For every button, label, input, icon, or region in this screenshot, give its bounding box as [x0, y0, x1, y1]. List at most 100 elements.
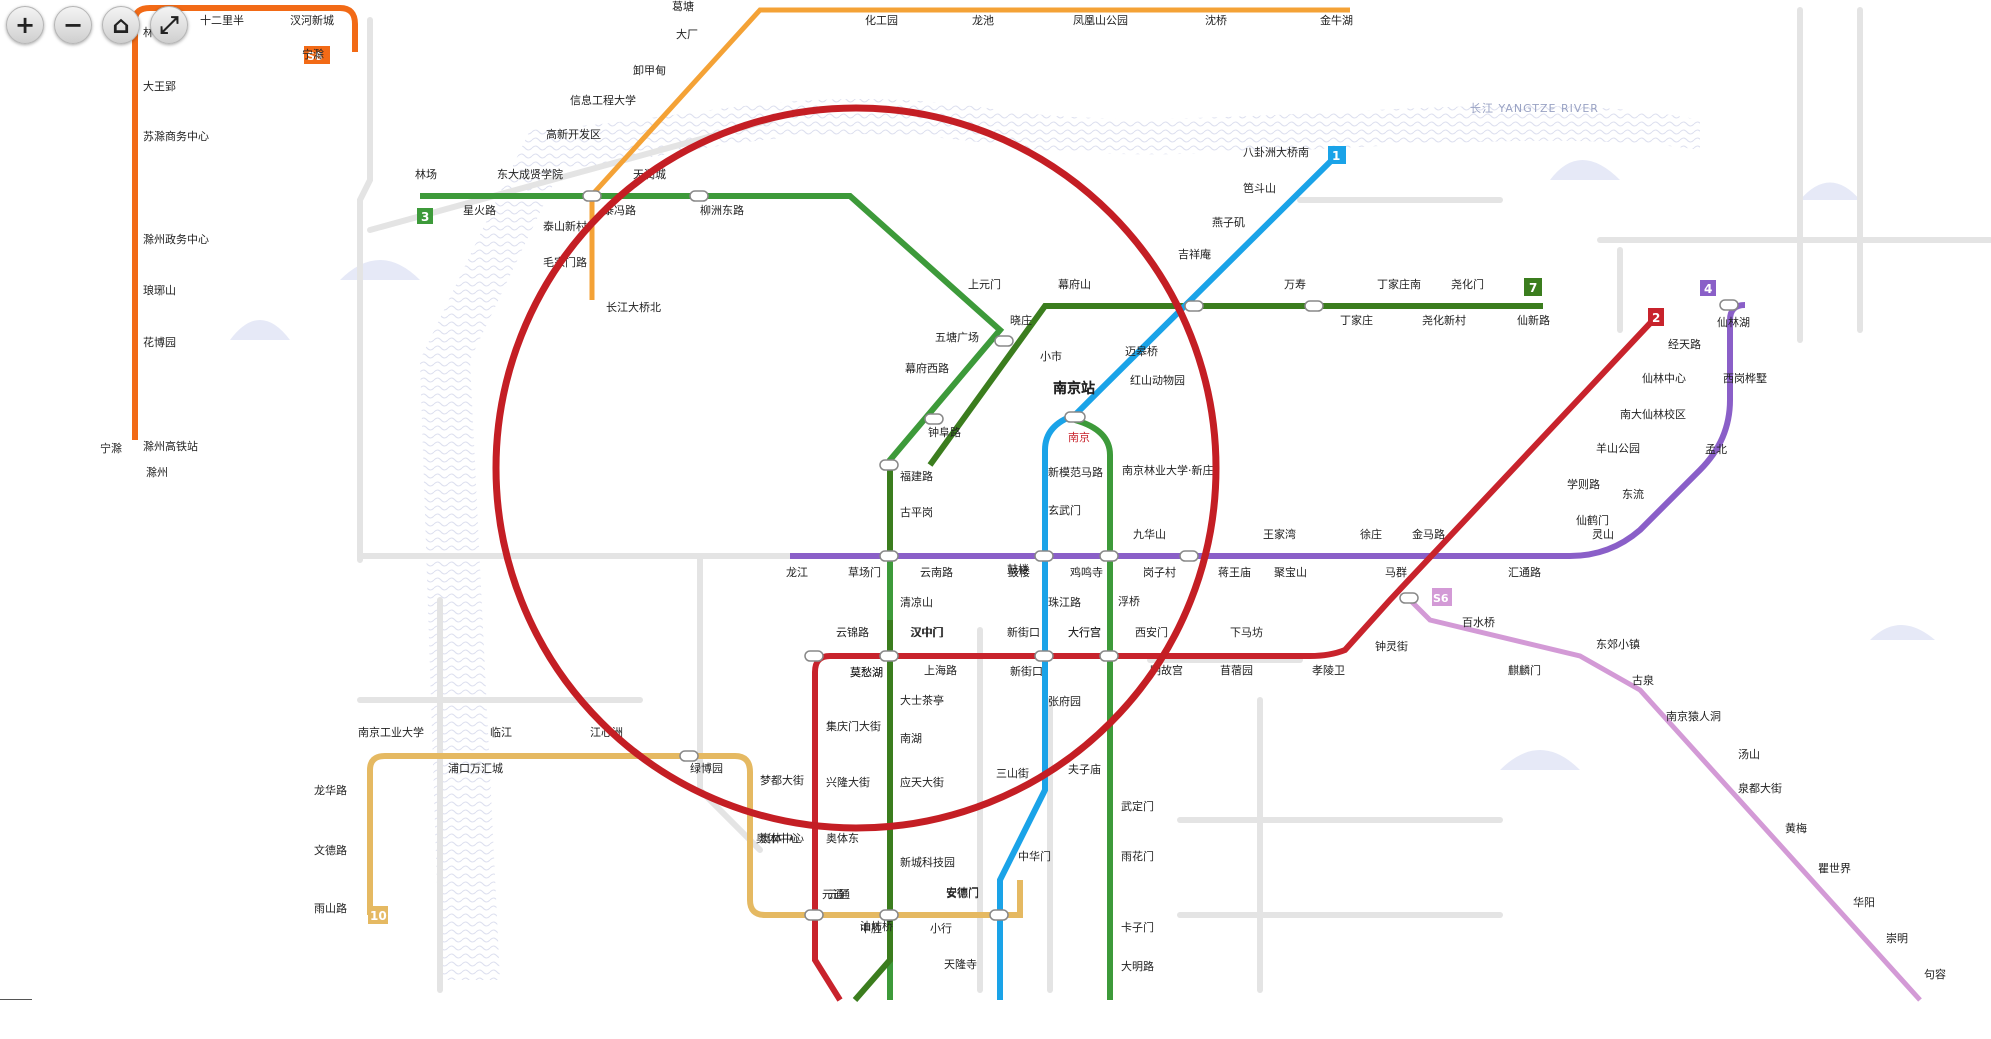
station-label[interactable]: 泉都大街: [1738, 781, 1782, 795]
station-label[interactable]: 星火路: [463, 204, 496, 217]
station-label[interactable]: 西岗桦墅: [1723, 371, 1767, 385]
station-label[interactable]: 上元门: [968, 277, 1001, 291]
station-label[interactable]: 大王郢: [143, 79, 176, 93]
station-label[interactable]: 下马坊: [1230, 625, 1263, 639]
station-label[interactable]: 苏滁商务中心: [143, 129, 209, 143]
station-label[interactable]: 浮桥: [1118, 595, 1140, 608]
station-label[interactable]: 小市: [1040, 349, 1062, 363]
station-label[interactable]: 中胜: [860, 921, 882, 935]
station-label[interactable]: 金马路: [1412, 527, 1445, 541]
station-label[interactable]: 大厂: [676, 27, 698, 41]
station-label[interactable]: 南湖: [900, 732, 922, 745]
station-label[interactable]: 苜蓿园: [1220, 663, 1253, 677]
station-label[interactable]: 古泉: [1632, 673, 1654, 687]
home-button[interactable]: ⌂: [102, 6, 140, 44]
station-label[interactable]: 临江: [490, 725, 512, 739]
station-label[interactable]: 东流: [1622, 487, 1644, 501]
station-label[interactable]: 安德门: [946, 885, 979, 899]
station-label[interactable]: 信息工程大学: [570, 93, 636, 107]
station-label[interactable]: 毛家门路: [543, 255, 587, 269]
station-label[interactable]: 汉中门: [910, 625, 943, 639]
station-label[interactable]: 花博园: [143, 336, 176, 349]
station-label[interactable]: 汊河新城: [290, 13, 334, 27]
station-label[interactable]: 南京林业大学·新庄: [1122, 463, 1214, 477]
station-label[interactable]: 红山动物园: [1130, 373, 1185, 387]
station-label[interactable]: 古平岗: [900, 506, 933, 519]
station-label[interactable]: 汉中门: [911, 625, 944, 639]
station-label[interactable]: 马群: [1385, 565, 1407, 579]
station-label[interactable]: 南大仙林校区: [1620, 407, 1686, 421]
station-label[interactable]: 百水桥: [1462, 616, 1495, 629]
station-label[interactable]: 文德路: [314, 843, 347, 857]
station-label[interactable]: 武定门: [1121, 799, 1154, 813]
station-label[interactable]: 化工园: [865, 13, 898, 27]
station-label[interactable]: 福建路: [900, 469, 933, 483]
station-label[interactable]: 万寿: [1284, 277, 1306, 291]
station-label[interactable]: 汇通路: [1508, 566, 1541, 579]
station-label[interactable]: 徐庄: [1360, 527, 1382, 541]
station-label[interactable]: 梦都大街: [760, 773, 804, 787]
station-label[interactable]: 笆斗山: [1243, 181, 1276, 195]
station-label[interactable]: 油坊桥: [860, 919, 893, 933]
fullscreen-button[interactable]: ⤢: [150, 6, 188, 44]
station-label[interactable]: 莫愁湖: [850, 666, 883, 679]
station-label[interactable]: 小行: [930, 922, 952, 935]
station-label[interactable]: 新街口: [1010, 664, 1043, 678]
station-label[interactable]: 奥体中心: [756, 831, 800, 845]
station-label[interactable]: 黄梅: [1785, 821, 1807, 835]
station-label[interactable]: 大行宫: [1068, 625, 1101, 639]
station-label[interactable]: 长江大桥北: [606, 300, 661, 314]
station-label[interactable]: 张府园: [1048, 694, 1081, 708]
station-label[interactable]: 雨山路: [314, 902, 347, 915]
station-label[interactable]: 钟灵街: [1375, 639, 1408, 653]
station-label[interactable]: 龙池: [972, 14, 994, 27]
station-label[interactable]: 仙林中心: [1642, 371, 1686, 385]
station-label[interactable]: 宁滁: [302, 47, 324, 61]
station-label[interactable]: 兴隆大街: [826, 775, 870, 789]
station-label[interactable]: 尧化新村: [1422, 313, 1466, 327]
station-label[interactable]: 新模范马路: [1048, 465, 1103, 479]
zoom-in-button[interactable]: +: [6, 6, 44, 44]
station-label[interactable]: 琅琊山: [143, 283, 176, 297]
station-label[interactable]: 草场门: [848, 565, 881, 579]
station-label[interactable]: 中华门: [1018, 849, 1051, 863]
station-label[interactable]: 孟北: [1705, 443, 1727, 456]
station-label[interactable]: 丁家庄南: [1377, 277, 1421, 291]
station-label[interactable]: 玄武门: [1048, 503, 1081, 517]
station-label[interactable]: 奥体东: [826, 831, 859, 845]
station-label[interactable]: 大士茶亭: [900, 693, 944, 707]
station-label[interactable]: 东郊小镇: [1596, 637, 1640, 651]
station-label[interactable]: 瞿世界: [1818, 862, 1851, 875]
station-label[interactable]: 金牛湖: [1320, 13, 1353, 27]
station-label[interactable]: 十二里半: [200, 13, 244, 27]
station-label[interactable]: 南京站: [1053, 380, 1095, 397]
station-label[interactable]: 句容: [1924, 967, 1946, 981]
station-label[interactable]: 王家湾: [1263, 527, 1296, 541]
station-label[interactable]: 幕府西路: [905, 361, 949, 375]
station-label[interactable]: 滁州政务中心: [143, 232, 209, 246]
station-label[interactable]: 新城科技园: [900, 855, 955, 869]
station-label[interactable]: 莫愁湖: [850, 666, 883, 679]
station-label[interactable]: 珠江路: [1048, 595, 1081, 609]
station-label[interactable]: 元通: [828, 888, 850, 901]
station-label[interactable]: 绿博园: [690, 761, 723, 775]
station-label[interactable]: 蒋王庙: [1218, 565, 1251, 579]
station-label[interactable]: 崇明: [1886, 932, 1908, 945]
station-label[interactable]: 麒麟门: [1508, 663, 1541, 677]
station-label[interactable]: 岗子村: [1143, 565, 1176, 579]
station-label[interactable]: 大明路: [1121, 959, 1154, 973]
station-label[interactable]: 南京猿人洞: [1666, 709, 1721, 723]
station-label[interactable]: 卸甲甸: [633, 63, 666, 77]
station-label[interactable]: 尧化门: [1451, 277, 1484, 291]
station-label[interactable]: 汤山: [1738, 747, 1760, 761]
station-label[interactable]: 钟阜路: [928, 425, 961, 439]
station-label[interactable]: 云锦路: [836, 625, 869, 639]
zoom-out-button[interactable]: −: [54, 6, 92, 44]
station-label[interactable]: 灵山: [1592, 528, 1614, 541]
station-label[interactable]: 柳洲东路: [700, 203, 744, 217]
station-label[interactable]: 雨花门: [1121, 849, 1154, 863]
station-label[interactable]: 宁滁: [100, 441, 122, 455]
station-label[interactable]: 安德门: [946, 886, 979, 900]
station-label[interactable]: 鸡鸣寺: [1070, 565, 1103, 579]
